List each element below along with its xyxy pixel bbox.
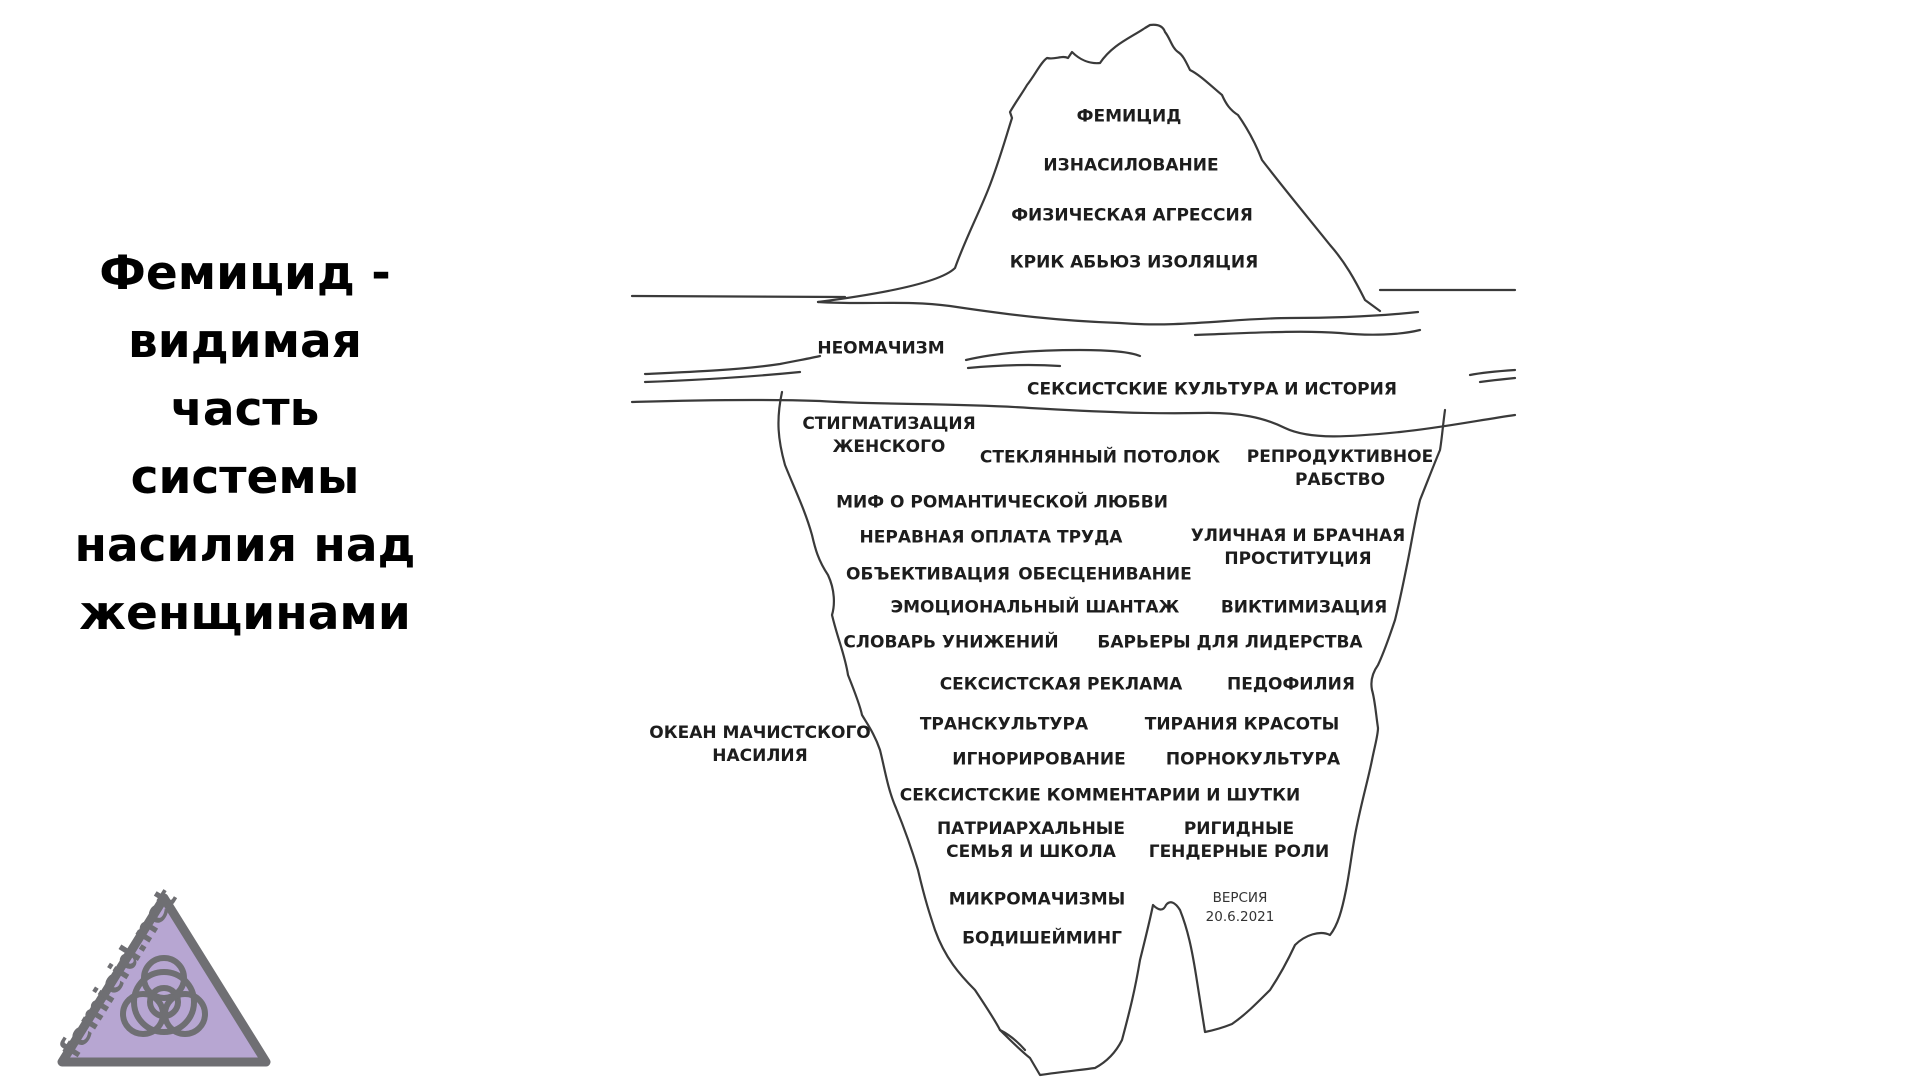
ice-band-line-5 <box>966 363 1062 370</box>
label-sexist-comments-jokes: СЕКСИСТСКИЕ КОММЕНТАРИИ И ШУТКИ <box>900 785 1300 808</box>
label-rape: ИЗНАСИЛОВАНИЕ <box>1043 155 1218 178</box>
label-version: ВЕРСИЯ 20.6.2021 <box>1206 889 1275 927</box>
label-humiliation-vocabulary-line: СЛОВАРЬ УНИЖЕНИЙ <box>843 632 1059 653</box>
label-ignoring: ИГНОРИРОВАНИЕ <box>952 749 1126 772</box>
slide-title-line: видимая <box>128 314 362 369</box>
label-street-marriage-prostitution: УЛИЧНАЯ И БРАЧНАЯ ПРОСТИТУЦИЯ <box>1191 525 1406 571</box>
femicid-logo: femicid.net <box>53 883 271 1067</box>
label-rigid-gender-roles-line: ГЕНДЕРНЫЕ РОЛИ <box>1148 842 1330 862</box>
ice-band-line-6 <box>1468 368 1517 377</box>
label-rigid-gender-roles: РИГИДНЫЕ ГЕНДЕРНЫЕ РОЛИ <box>1149 818 1330 864</box>
label-version-line: 20.6.2021 <box>1205 909 1275 925</box>
label-patriarchal-family-school: ПАТРИАРХАЛЬНЫЕ СЕМЬЯ И ШКОЛА <box>937 818 1125 864</box>
biohazard-triangle-icon <box>57 893 271 1067</box>
slide-title-line: насилия над <box>74 518 416 573</box>
label-shout-abuse-isolation-line: КРИК АБЬЮЗ ИЗОЛЯЦИЯ <box>1009 252 1259 273</box>
label-beauty-tyranny: ТИРАНИЯ КРАСОТЫ <box>1145 714 1340 737</box>
sea-surface <box>630 398 1517 438</box>
iceberg-peak-outline <box>816 23 1382 313</box>
label-patriarchal-family-school-line: СЕМЬЯ И ШКОЛА <box>946 842 1116 862</box>
label-leadership-barriers-line: БАРЬЕРЫ ДЛЯ ЛИДЕРСТВА <box>1097 632 1363 653</box>
label-victimization-line: ВИКТИМИЗАЦИЯ <box>1220 597 1388 618</box>
label-sexist-culture-history-line: СЕКСИСТСКИЕ КУЛЬТУРА И ИСТОРИЯ <box>1027 379 1397 400</box>
label-stigmatization: СТИГМАТИЗАЦИЯ ЖЕНСКОГО <box>802 413 975 459</box>
label-emotional-blackmail: ЭМОЦИОНАЛЬНЫЙ ШАНТАЖ <box>891 597 1180 620</box>
label-stigmatization-line: СТИГМАТИЗАЦИЯ <box>802 414 976 434</box>
slide-title-line: системы <box>130 450 360 505</box>
iceberg-jag-left <box>998 1028 1027 1052</box>
label-ignoring-line: ИГНОРИРОВАНИЕ <box>952 749 1126 770</box>
label-ocean-line: ОКЕАН МАЧИСТСКОГО <box>649 723 871 743</box>
label-transculture-line: ТРАНСКУЛЬТУРА <box>919 714 1089 735</box>
label-street-marriage-prostitution-line: ПРОСТИТУЦИЯ <box>1224 549 1372 569</box>
label-version-line: ВЕРСИЯ <box>1212 890 1268 906</box>
label-reproductive-slavery-line: РАБСТВО <box>1294 470 1386 490</box>
label-body-shaming-line: БОДИШЕЙМИНГ <box>962 928 1122 949</box>
label-shout-abuse-isolation: КРИК АБЬЮЗ ИЗОЛЯЦИЯ <box>1010 252 1258 275</box>
label-unequal-pay: НЕРАВНАЯ ОПЛАТА ТРУДА <box>860 527 1123 550</box>
ice-band-line-3 <box>643 370 802 384</box>
slide-title-line: Фемицид - <box>99 246 391 301</box>
label-leadership-barriers: БАРЬЕРЫ ДЛЯ ЛИДЕРСТВА <box>1097 632 1362 655</box>
label-micromachismos-line: МИКРОМАЧИЗМЫ <box>948 889 1126 910</box>
label-pedophilia: ПЕДОФИЛИЯ <box>1227 674 1355 697</box>
label-reproductive-slavery-line: РЕПРОДУКТИВНОЕ <box>1246 447 1434 467</box>
label-micromachismos: МИКРОМАЧИЗМЫ <box>949 889 1126 912</box>
ice-band-line-4 <box>964 348 1142 362</box>
label-glass-ceiling-line: СТЕКЛЯННЫЙ ПОТОЛОК <box>979 447 1221 468</box>
label-objectification-line: ОБЪЕКТИВАЦИЯ <box>846 564 1010 585</box>
label-romantic-love-myth-line: МИФ О РОМАНТИЧЕСКОЙ ЛЮБВИ <box>836 492 1168 513</box>
label-beauty-tyranny-line: ТИРАНИЯ КРАСОТЫ <box>1144 714 1340 735</box>
label-physical-aggression-line: ФИЗИЧЕСКАЯ АГРЕССИЯ <box>1011 205 1253 226</box>
label-rigid-gender-roles-line: РИГИДНЫЕ <box>1183 819 1295 839</box>
label-emotional-blackmail-line: ЭМОЦИОНАЛЬНЫЙ ШАНТАЖ <box>890 597 1180 618</box>
label-body-shaming: БОДИШЕЙМИНГ <box>962 928 1122 951</box>
slide-title-line: часть <box>170 382 320 437</box>
label-femicide-line: ФЕМИЦИД <box>1076 106 1182 127</box>
label-rape-line: ИЗНАСИЛОВАНИЕ <box>1043 155 1219 176</box>
label-neomachismo-line: НЕОМАЧИЗМ <box>817 338 945 359</box>
label-devaluation: ОБЕСЦЕНИВАНИЕ <box>1018 564 1192 587</box>
waterline-left <box>630 294 847 299</box>
ice-band-line-7 <box>1478 376 1517 384</box>
iceberg-submerged-outline <box>777 390 1447 1077</box>
label-patriarchal-family-school-line: ПАТРИАРХАЛЬНЫЕ <box>936 819 1126 839</box>
label-objectification: ОБЪЕКТИВАЦИЯ <box>846 564 1010 587</box>
ice-band-line-2 <box>643 354 822 376</box>
label-pornoculture: ПОРНОКУЛЬТУРА <box>1166 749 1340 772</box>
ice-band-line-1 <box>1193 328 1422 337</box>
label-pornoculture-line: ПОРНОКУЛЬТУРА <box>1165 749 1341 770</box>
label-transculture: ТРАНСКУЛЬТУРА <box>920 714 1088 737</box>
slide-title-line: женщинами <box>79 586 411 641</box>
label-neomachismo: НЕОМАЧИЗМ <box>817 338 944 361</box>
label-stigmatization-line: ЖЕНСКОГО <box>832 437 946 457</box>
slide-title: Фемицид - видимая часть системы насилия над ж… <box>40 240 450 648</box>
label-humiliation-vocabulary: СЛОВАРЬ УНИЖЕНИЙ <box>843 632 1058 655</box>
label-ocean: ОКЕАН МАЧИСТСКОГО НАСИЛИЯ <box>649 722 870 768</box>
label-femicide: ФЕМИЦИД <box>1077 106 1182 129</box>
label-physical-aggression: ФИЗИЧЕСКАЯ АГРЕССИЯ <box>1011 205 1253 228</box>
label-pedophilia-line: ПЕДОФИЛИЯ <box>1227 674 1355 695</box>
label-ocean-line: НАСИЛИЯ <box>712 746 808 766</box>
label-sexist-ads-line: СЕКСИСТСКАЯ РЕКЛАМА <box>939 674 1183 695</box>
label-glass-ceiling: СТЕКЛЯННЫЙ ПОТОЛОК <box>980 447 1220 470</box>
label-devaluation-line: ОБЕСЦЕНИВАНИЕ <box>1018 564 1192 585</box>
label-victimization: ВИКТИМИЗАЦИЯ <box>1221 597 1387 620</box>
label-sexist-culture-history: СЕКСИСТСКИЕ КУЛЬТУРА И ИСТОРИЯ <box>1027 379 1397 402</box>
label-unequal-pay-line: НЕРАВНАЯ ОПЛАТА ТРУДА <box>859 527 1123 548</box>
label-sexist-comments-jokes-line: СЕКСИСТСКИЕ КОММЕНТАРИИ И ШУТКИ <box>899 785 1301 806</box>
label-sexist-ads: СЕКСИСТСКАЯ РЕКЛАМА <box>940 674 1183 697</box>
label-street-marriage-prostitution-line: УЛИЧНАЯ И БРАЧНАЯ <box>1190 526 1406 546</box>
ice-band-upper <box>816 300 1420 326</box>
label-romantic-love-myth: МИФ О РОМАНТИЧЕСКОЙ ЛЮБВИ <box>836 492 1168 515</box>
label-reproductive-slavery: РЕПРОДУКТИВНОЕ РАБСТВО <box>1247 446 1433 492</box>
